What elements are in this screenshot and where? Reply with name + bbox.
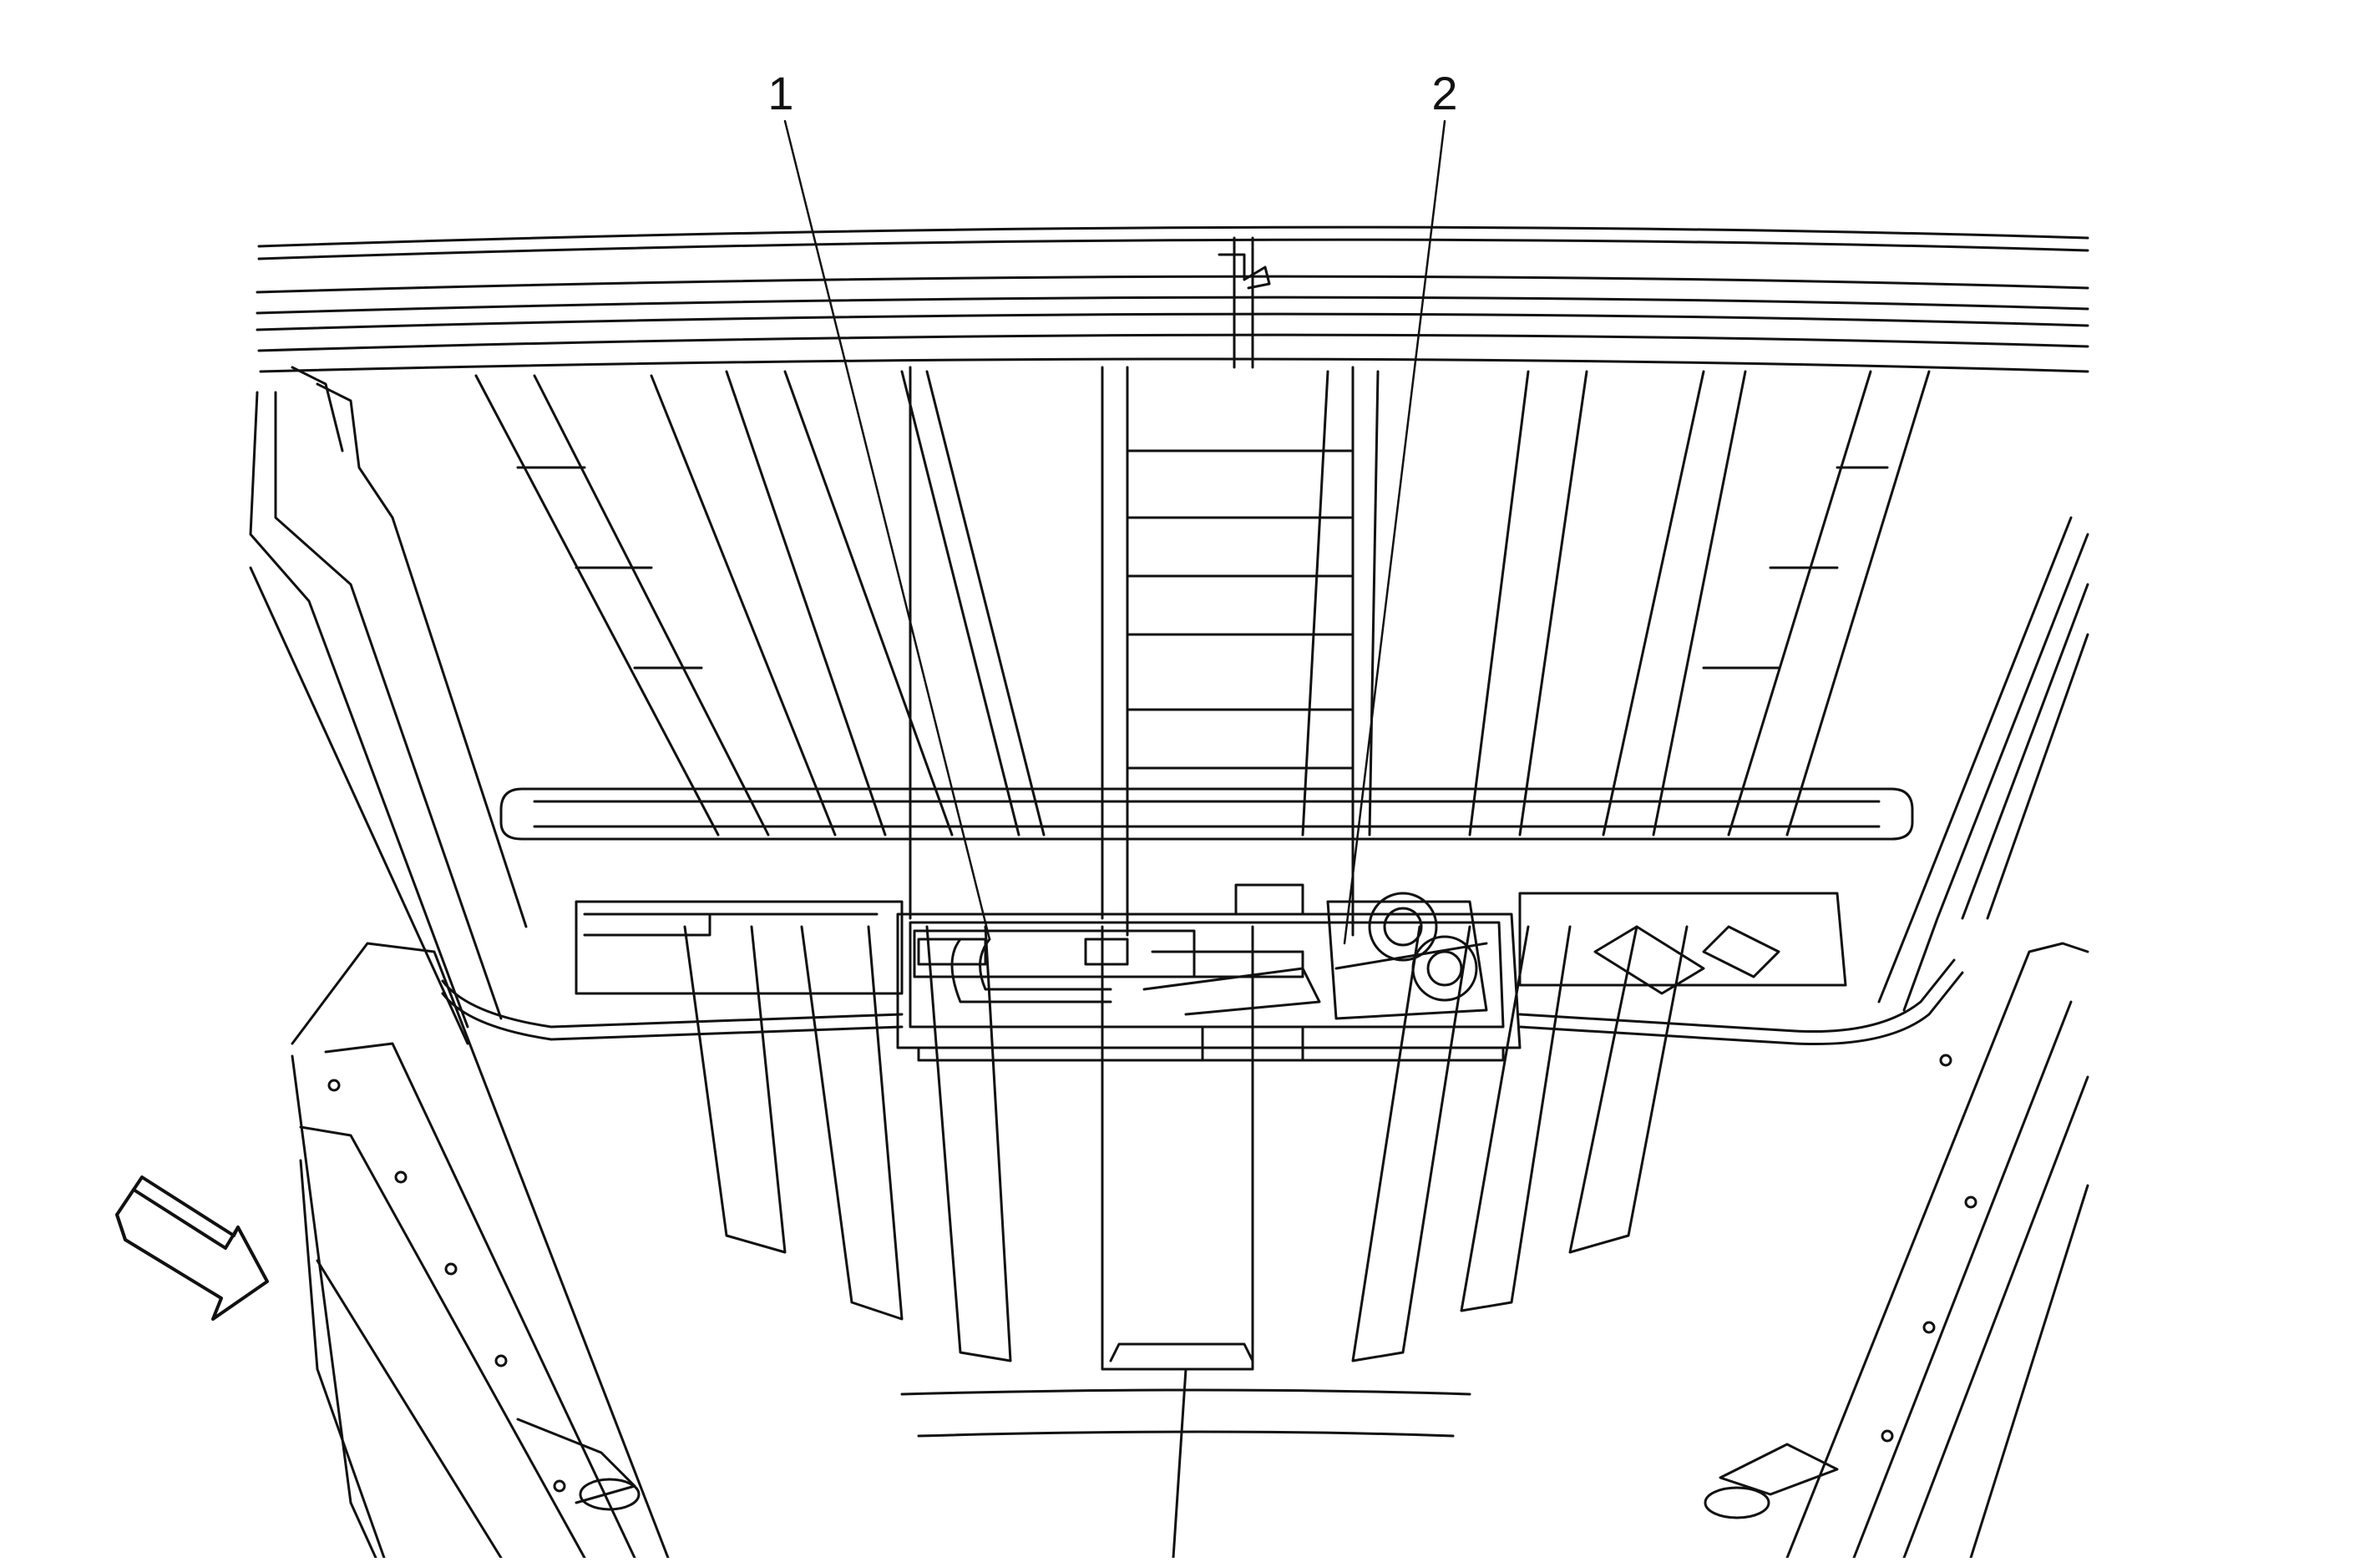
roof-bows [474, 366, 1931, 937]
right-b-pillar [1704, 942, 2089, 1559]
cross-member [499, 787, 1914, 841]
sunroof-drive-assembly [896, 883, 1522, 1062]
front-arrow-icon [115, 1175, 269, 1321]
callout-label-1: 1 [767, 67, 794, 119]
callout-leaders [783, 119, 1446, 945]
lower-bows [683, 925, 1689, 1371]
right-roof-rail [1877, 516, 2089, 1012]
roof-front-header [256, 225, 2089, 373]
left-b-pillar [291, 942, 670, 1559]
cable-channel [441, 892, 1964, 1046]
left-roof-rail [249, 366, 528, 1045]
callout-label-2: 2 [1431, 67, 1458, 119]
floor-arcs [900, 1367, 1471, 1559]
